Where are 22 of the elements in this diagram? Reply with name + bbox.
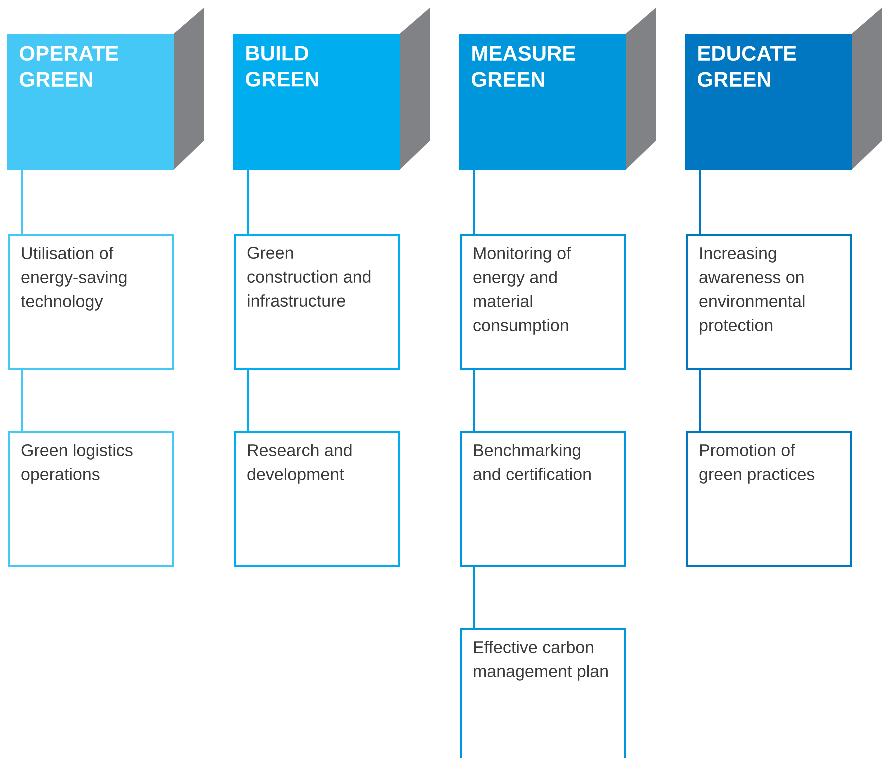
text-box: Green construction and infrastructure bbox=[234, 234, 400, 370]
connector-line bbox=[21, 170, 23, 234]
text-box: Research and development bbox=[234, 431, 400, 567]
text-box: Monitoring of energy and material consumption bbox=[460, 234, 626, 370]
text-box: Promotion of green practices bbox=[686, 431, 852, 567]
text-box: Benchmarking and certification bbox=[460, 431, 626, 567]
connector-line bbox=[473, 370, 475, 431]
cube-box: EDUCATE GREEN bbox=[685, 8, 882, 170]
connector-line bbox=[21, 370, 23, 431]
connector-line bbox=[473, 567, 475, 628]
text-box: Green logistics operations bbox=[8, 431, 174, 567]
cube-box: BUILD GREEN bbox=[233, 8, 430, 170]
connector-line bbox=[247, 370, 249, 431]
text-box: Increasing awareness on environmental protection bbox=[686, 234, 852, 370]
connector-line bbox=[473, 170, 475, 234]
connector-line bbox=[247, 170, 249, 234]
text-box: Utilisation of energy-saving technology bbox=[8, 234, 174, 370]
connector-line bbox=[699, 370, 701, 431]
cube-box: OPERATE GREEN bbox=[7, 8, 204, 170]
cube-box: MEASURE GREEN bbox=[459, 8, 656, 170]
connector-line bbox=[699, 170, 701, 234]
text-box: Effective carbon management plan bbox=[460, 628, 626, 758]
